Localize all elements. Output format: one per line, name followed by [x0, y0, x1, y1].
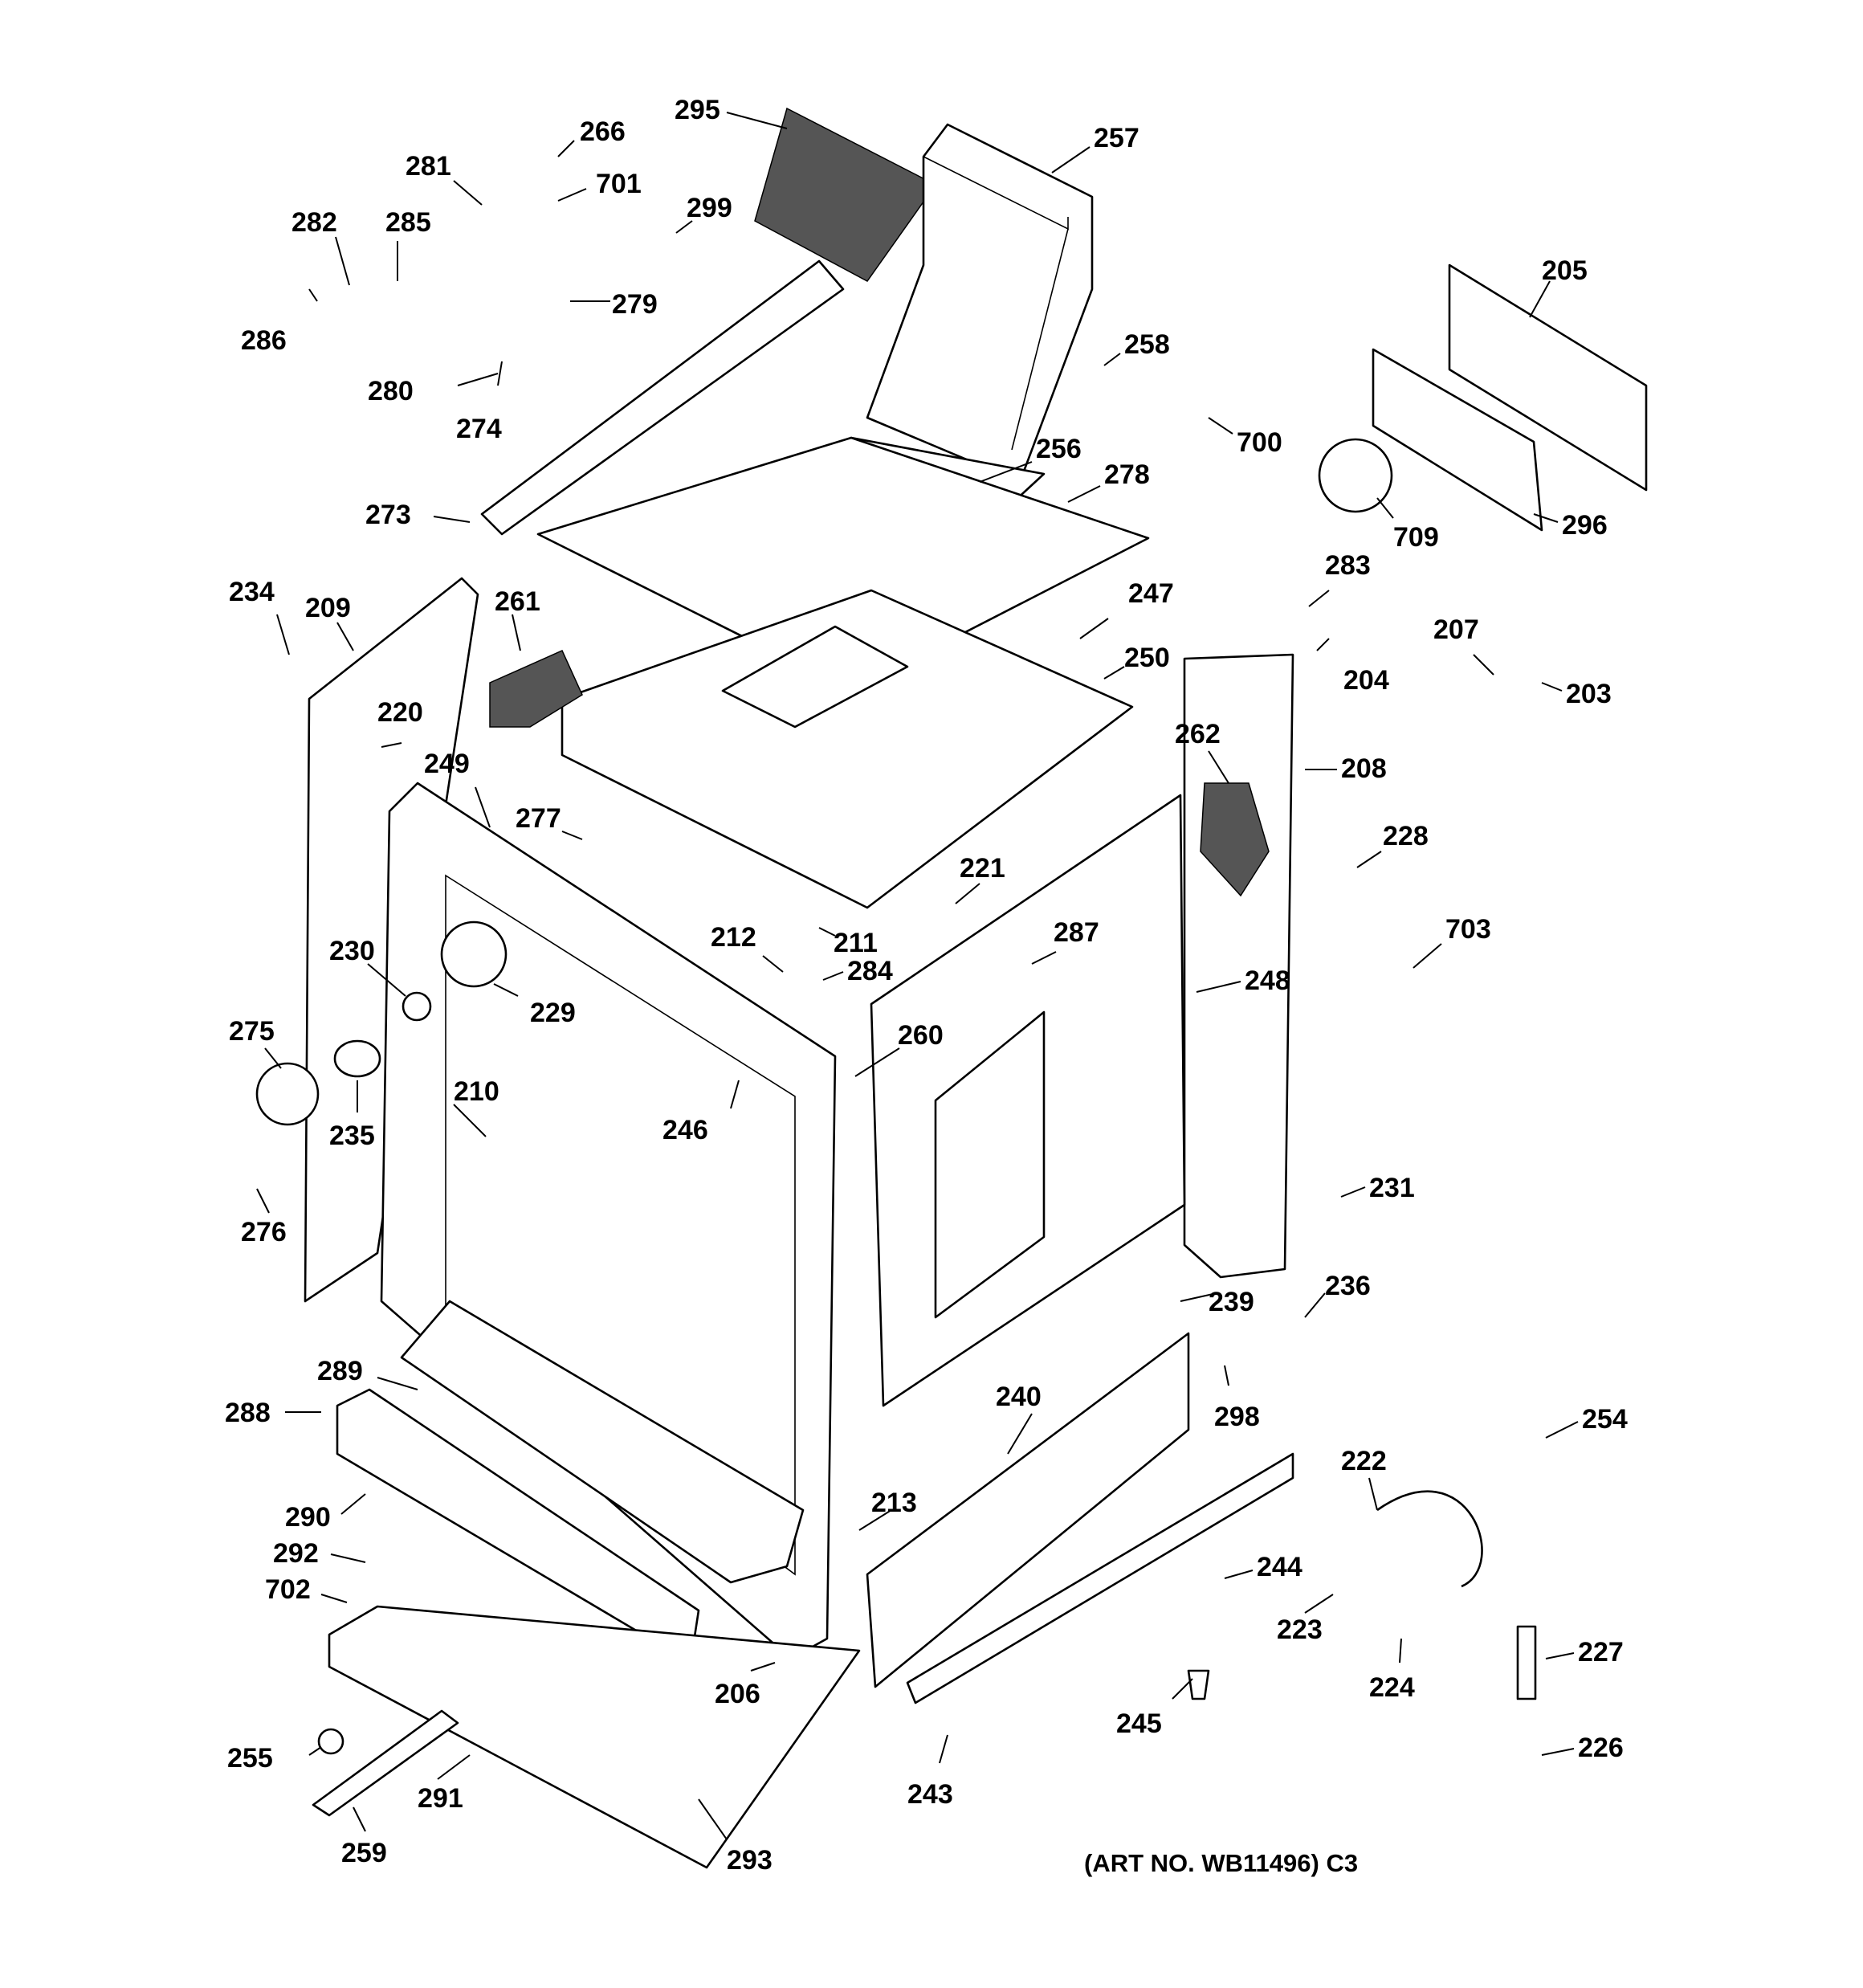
callout-274: 274 — [456, 414, 502, 444]
callout-212: 212 — [711, 922, 756, 953]
callout-288: 288 — [225, 1398, 271, 1428]
callout-283: 283 — [1325, 550, 1371, 581]
callout-236: 236 — [1325, 1271, 1371, 1301]
callout-287: 287 — [1054, 917, 1099, 948]
callout-285: 285 — [385, 207, 431, 238]
callout-205: 205 — [1542, 255, 1588, 286]
callout-204: 204 — [1343, 665, 1389, 696]
callout-702: 702 — [265, 1574, 311, 1605]
callout-243: 243 — [907, 1779, 953, 1810]
callout-279: 279 — [612, 289, 658, 320]
callout-206: 206 — [715, 1679, 760, 1709]
callout-256: 256 — [1036, 434, 1082, 464]
callout-208: 208 — [1341, 753, 1387, 784]
top-frame — [480, 259, 845, 536]
callout-282: 282 — [291, 207, 337, 238]
callout-224: 224 — [1369, 1672, 1415, 1703]
callout-700: 700 — [1237, 427, 1282, 458]
callout-213: 213 — [871, 1488, 917, 1518]
callout-273: 273 — [365, 500, 411, 530]
drawer-support — [866, 1332, 1190, 1688]
callout-231: 231 — [1369, 1173, 1415, 1203]
callout-246: 246 — [662, 1115, 708, 1145]
bottom-tray — [328, 1605, 861, 1869]
front-rail — [906, 1452, 1294, 1704]
callout-228: 228 — [1383, 821, 1429, 851]
callout-245: 245 — [1116, 1708, 1162, 1739]
callout-220: 220 — [377, 697, 423, 728]
callout-203: 203 — [1566, 679, 1612, 709]
callout-labels: 295 257 266 281 701 299 282 285 279 286 … — [225, 95, 1628, 1877]
callout-223: 223 — [1277, 1614, 1323, 1645]
callout-244: 244 — [1257, 1552, 1302, 1582]
callout-298: 298 — [1214, 1402, 1260, 1432]
callout-257: 257 — [1094, 123, 1139, 153]
oven-front-frame — [380, 782, 837, 1660]
callout-709: 709 — [1393, 522, 1439, 553]
callout-255: 255 — [227, 1743, 273, 1774]
callout-260: 260 — [898, 1020, 944, 1051]
callout-281: 281 — [406, 151, 451, 182]
callout-249: 249 — [424, 749, 470, 779]
callout-703: 703 — [1445, 914, 1491, 945]
rear-bracket — [1448, 263, 1648, 492]
callout-262: 262 — [1175, 719, 1221, 749]
lamp-globe — [255, 1062, 320, 1126]
callout-259: 259 — [341, 1838, 387, 1868]
callout-292: 292 — [273, 1538, 319, 1569]
door-spring — [1516, 1625, 1537, 1700]
callout-254: 254 — [1582, 1404, 1628, 1435]
callout-289: 289 — [317, 1356, 363, 1386]
callout-221: 221 — [960, 853, 1005, 884]
callout-240: 240 — [996, 1382, 1042, 1412]
callout-207: 207 — [1433, 614, 1479, 645]
callout-291: 291 — [418, 1783, 463, 1814]
callout-235: 235 — [329, 1121, 375, 1151]
callout-290: 290 — [285, 1502, 331, 1533]
leader-lines — [256, 112, 1579, 1840]
callout-295: 295 — [675, 95, 720, 125]
callout-266: 266 — [580, 116, 626, 147]
callout-211: 211 — [834, 928, 878, 958]
insulation-pad — [754, 107, 937, 282]
callout-210: 210 — [454, 1076, 499, 1107]
callout-234: 234 — [229, 577, 275, 607]
callout-261: 261 — [495, 586, 540, 617]
callout-284: 284 — [847, 956, 893, 986]
callout-250: 250 — [1124, 643, 1170, 673]
callout-293: 293 — [727, 1845, 773, 1876]
flue-duct — [866, 123, 1094, 484]
flue-collar — [1318, 438, 1393, 513]
part-drawings — [255, 107, 1648, 1869]
callout-280: 280 — [368, 376, 414, 406]
callout-209: 209 — [305, 593, 351, 623]
callout-258: 258 — [1124, 329, 1170, 360]
callout-222: 222 — [1341, 1446, 1387, 1476]
callout-286: 286 — [241, 325, 287, 356]
callout-276: 276 — [241, 1217, 287, 1247]
callout-247: 247 — [1128, 578, 1174, 609]
callout-296: 296 — [1562, 510, 1608, 541]
callout-239: 239 — [1209, 1287, 1254, 1317]
callout-230: 230 — [329, 936, 375, 966]
callout-227: 227 — [1578, 1637, 1624, 1668]
callout-277: 277 — [516, 803, 561, 834]
callout-229: 229 — [530, 998, 576, 1028]
callout-299: 299 — [687, 193, 732, 223]
callout-226: 226 — [1578, 1733, 1624, 1763]
callout-248: 248 — [1245, 965, 1290, 996]
callout-278: 278 — [1104, 459, 1150, 490]
callout-275: 275 — [229, 1016, 275, 1047]
art-number: (ART NO. WB11496) C3 — [1084, 1849, 1358, 1877]
broiler-pan — [400, 1300, 805, 1584]
callout-701: 701 — [596, 169, 642, 199]
